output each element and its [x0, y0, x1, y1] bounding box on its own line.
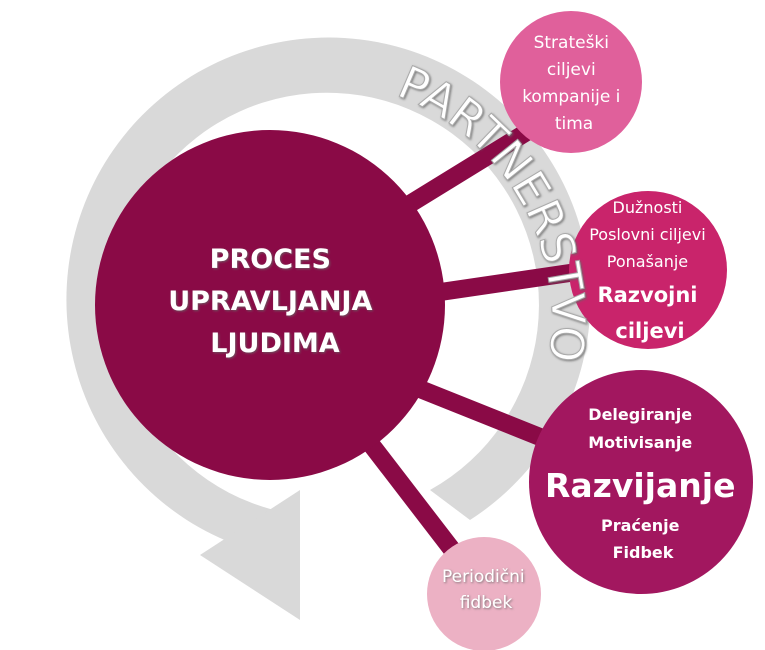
- duties-circle: [569, 191, 727, 349]
- connector-develop: [406, 376, 564, 454]
- strategic-goals-label: Strateški ciljevi kompanije i tima: [522, 33, 626, 134]
- center-circle: [95, 130, 445, 480]
- duties-label: Dužnosti Poslovni ciljevi Ponašanje Razv…: [589, 198, 711, 343]
- connector-feedback: [352, 424, 468, 566]
- periodic-feedback-label: Periodični fidbek: [442, 567, 530, 613]
- development-label: Delegiranje Motivisanje Razvijanje Praće…: [545, 405, 741, 562]
- periodic-feedback-circle: [427, 537, 541, 650]
- development-circle: [529, 370, 753, 594]
- strategic-goals-circle: [500, 11, 642, 153]
- connectors: [352, 122, 592, 566]
- partnership-cycle-arrow: [66, 37, 591, 620]
- connector-duties: [418, 261, 592, 304]
- center-label: PROCES UPRAVLJANJA LJUDIMA: [168, 244, 382, 359]
- connector-strategic: [395, 122, 535, 218]
